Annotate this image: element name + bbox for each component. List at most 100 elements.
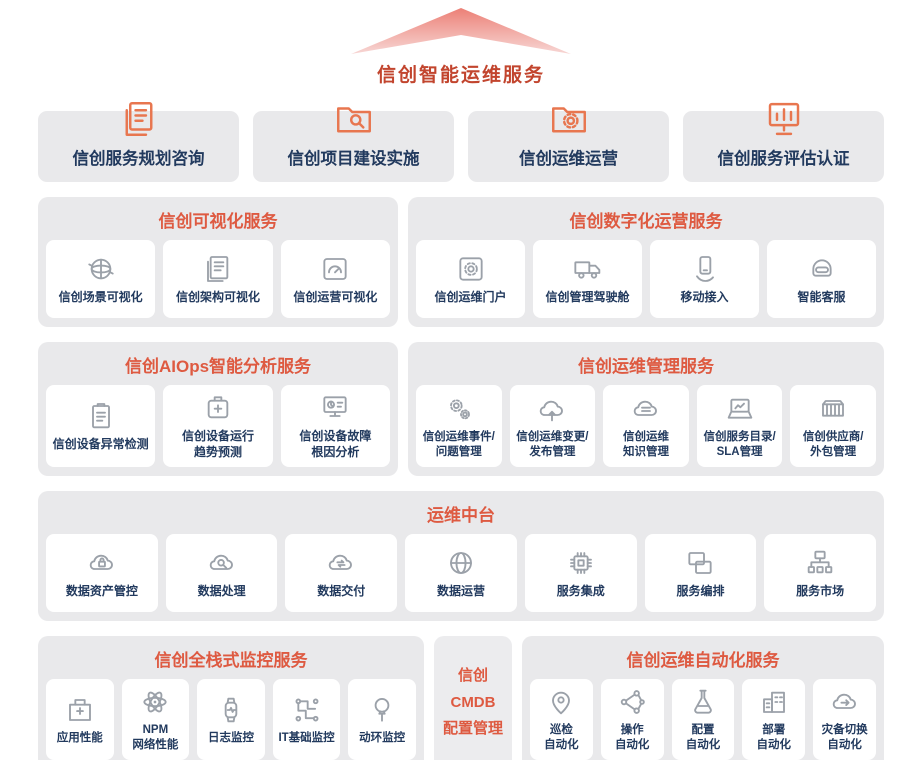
card-label: 信创供应商/ 外包管理 — [802, 430, 864, 458]
row-aiops-mgmt: 信创AIOps智能分析服务信创设备异常检测信创设备运行 趋势预测信创设备故障 根… — [38, 342, 884, 477]
card-middle_platform-2: 数据交付 — [285, 534, 398, 613]
card-label: 信创运营可视化 — [293, 289, 378, 304]
card-list: 信创场景可视化信创架构可视化信创运营可视化 — [38, 240, 398, 327]
building-plus-icon — [64, 694, 96, 726]
card-middle_platform-1: 数据处理 — [165, 534, 278, 613]
card-ops_mgmt-2: 信创运维 知识管理 — [603, 385, 689, 468]
cmdb-label: 信创 CMDB 配置管理 — [442, 667, 503, 737]
section-middle-platform: 运维中台数据资产管控数据处理数据交付数据运营服务集成服务编排服务市场 — [38, 491, 884, 622]
top-service-3: 信创服务评估认证 — [683, 102, 884, 182]
diagram-content: 信创服务规划咨询信创项目建设实施信创运维运营信创服务评估认证 信创可视化服务信创… — [0, 102, 922, 760]
truck-icon — [572, 253, 604, 285]
network-icon — [804, 547, 836, 579]
card-label: 服务市场 — [796, 583, 845, 598]
top-service-label: 信创项目建设实施 — [287, 150, 420, 168]
card-label: 信创服务目录/ SLA管理 — [703, 430, 776, 458]
card-label: 信创设备故障 根因分析 — [299, 429, 372, 459]
card-visualization-0: 信创场景可视化 — [46, 240, 156, 318]
chart-board-icon — [763, 98, 805, 140]
top-arrow-icon — [351, 8, 571, 54]
card-digital_ops-0: 信创运维门户 — [416, 240, 525, 318]
card-list: 信创设备异常检测信创设备运行 趋势预测信创设备故障 根因分析 — [38, 385, 398, 476]
top-service-2: 信创运维运营 — [468, 107, 669, 182]
top-service-label: 信创运维运营 — [519, 150, 618, 168]
card-aiops-2: 信创设备故障 根因分析 — [280, 385, 390, 468]
globe-arrows-icon — [85, 253, 117, 285]
card-middle_platform-4: 服务集成 — [524, 534, 637, 613]
section-aiops: 信创AIOps智能分析服务信创设备异常检测信创设备运行 趋势预测信创设备故障 根… — [38, 342, 398, 477]
card-label: 数据资产管控 — [65, 583, 138, 598]
card-monitoring-1: NPM 网络性能 — [121, 679, 190, 760]
document-icon — [118, 98, 160, 140]
card-label: 信创管理驾驶舱 — [545, 289, 630, 304]
card-list: 数据资产管控数据处理数据交付数据运营服务集成服务编排服务市场 — [38, 534, 884, 621]
card-visualization-2: 信创运营可视化 — [280, 240, 390, 318]
card-monitoring-4: 动环监控 — [348, 679, 416, 760]
cmdb-block: 信创 CMDB 配置管理 — [434, 636, 512, 760]
hero: 信创智能运维服务 — [0, 8, 922, 87]
section-title: 运维中台 — [427, 506, 495, 526]
container-icon — [817, 393, 849, 425]
card-list: 巡检 自动化操作 自动化配置 自动化部署 自动化灾备切换 自动化 — [522, 679, 884, 760]
cloud-lock-icon — [86, 547, 118, 579]
clipboard-icon — [85, 400, 117, 432]
card-middle_platform-3: 数据运营 — [405, 534, 517, 613]
cloud-search-icon — [206, 547, 238, 579]
card-aiops-0: 信创设备异常检测 — [46, 385, 156, 468]
card-monitoring-3: IT基础监控 — [272, 679, 341, 760]
card-label: 移动接入 — [680, 289, 729, 304]
card-label: 应用性能 — [56, 731, 103, 744]
card-label: 数据处理 — [197, 583, 246, 598]
card-label: 信创运维事件/ 问题管理 — [422, 430, 495, 458]
card-label: 信创运维门户 — [434, 289, 507, 304]
watch-icon — [215, 694, 247, 726]
row-visualization-digital: 信创可视化服务信创场景可视化信创架构可视化信创运营可视化 信创数字化运营服务信创… — [38, 197, 884, 327]
cloud-upload-icon — [536, 393, 568, 425]
section-title: 信创运维自动化服务 — [626, 651, 780, 671]
card-automation-2: 配置 自动化 — [671, 679, 735, 760]
circuit-icon — [291, 694, 323, 726]
card-ops_mgmt-4: 信创供应商/ 外包管理 — [790, 385, 876, 468]
section-automation: 信创运维自动化服务巡检 自动化操作 自动化配置 自动化部署 自动化灾备切换 自动… — [522, 636, 884, 760]
card-ops_mgmt-1: 信创运维变更/ 发布管理 — [509, 385, 596, 468]
folder-gear-icon — [548, 98, 590, 140]
card-label: 日志监控 — [207, 731, 254, 744]
card-label: IT基础监控 — [278, 731, 335, 744]
card-label: 信创设备异常检测 — [52, 436, 149, 451]
card-list: 应用性能 NPM 网络性能日志监控 IT基础监控动环监控 — [38, 679, 424, 760]
card-label: 服务集成 — [556, 583, 605, 598]
card-monitoring-2: 日志监控 — [197, 679, 265, 760]
card-automation-0: 巡检 自动化 — [530, 679, 593, 760]
windows-icon — [684, 547, 716, 579]
gears-icon — [443, 393, 475, 425]
flask-icon — [687, 686, 719, 718]
top-service-1: 信创项目建设实施 — [253, 107, 454, 182]
card-label: 操作 自动化 — [614, 724, 650, 752]
card-ops_mgmt-0: 信创运维事件/ 问题管理 — [416, 385, 502, 468]
card-label: 信创运维 知识管理 — [622, 430, 669, 458]
card-automation-4: 灾备切换 自动化 — [813, 679, 876, 760]
card-label: 数据交付 — [317, 583, 366, 598]
card-automation-1: 操作 自动化 — [600, 679, 664, 760]
card-label: 灾备切换 自动化 — [821, 724, 868, 752]
monitor-chart-icon — [319, 392, 351, 424]
card-list: 信创运维门户信创管理驾驶舱移动接入智能客服 — [408, 240, 884, 327]
chip-icon — [565, 547, 597, 579]
section-digital-ops: 信创数字化运营服务信创运维门户信创管理驾驶舱移动接入智能客服 — [408, 197, 884, 327]
mobile-hand-icon — [689, 253, 721, 285]
card-digital_ops-2: 移动接入 — [650, 240, 759, 318]
cloud-sync-icon — [325, 547, 357, 579]
nodes-icon — [616, 686, 648, 718]
gear-panel-icon — [455, 253, 487, 285]
laptop-chart-icon — [724, 393, 756, 425]
building-icon — [758, 686, 790, 718]
row-middle-platform: 运维中台数据资产管控数据处理数据交付数据运营服务集成服务编排服务市场 — [38, 491, 884, 622]
page-title: 信创智能运维服务 — [376, 65, 545, 86]
device-plus-icon — [202, 392, 234, 424]
atom-icon — [139, 686, 171, 718]
top-service-label: 信创服务评估认证 — [717, 150, 850, 168]
card-label: 巡检 自动化 — [544, 724, 579, 752]
balloon-icon — [366, 694, 398, 726]
card-middle_platform-6: 服务市场 — [764, 534, 877, 613]
